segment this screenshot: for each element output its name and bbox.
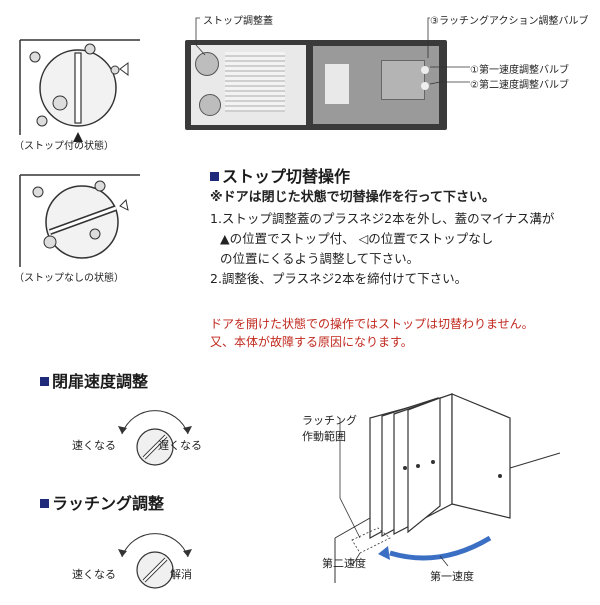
close-speed-dial xyxy=(118,410,192,466)
door-swing-diagram xyxy=(334,393,561,583)
stop-switch-note: ※ドアは閉じた状態で切替操作を行って下さい。 xyxy=(210,190,495,205)
photo-callout-lines xyxy=(195,17,470,85)
heading-square-icon xyxy=(40,499,49,508)
stop-without-diagram xyxy=(19,174,140,267)
close-speed-faster: 速くなる xyxy=(72,439,116,452)
stop-with-diagram xyxy=(19,39,140,142)
close-speed-heading: 閉扉速度調整 xyxy=(40,368,148,392)
door-closer-photo xyxy=(185,40,447,130)
callout-stop-cover: ストップ調整蓋 xyxy=(203,16,273,27)
stop-switch-step1-line1: 1.ストップ調整蓋のプラスネジ2本を外し、蓋のマイナス溝が xyxy=(210,211,555,226)
stop-switch-step2: 2.調整後、プラスネジ2本を締付けて下さい。 xyxy=(210,271,468,286)
latching-faster: 速くなる xyxy=(72,568,116,581)
heading-square-icon xyxy=(40,377,49,386)
warning-line1: ドアを開けた状態での操作ではストップは切替わりません。 xyxy=(210,317,534,331)
warning-line2: 又、本体が故障する原因になります。 xyxy=(210,335,413,349)
stop-with-caption: （ストップ付の状態） xyxy=(14,141,114,152)
latching-release: 解消 xyxy=(170,568,192,581)
first-speed-label: 第一速度 xyxy=(430,570,474,583)
latching-range-label-2: 作動範囲 xyxy=(302,430,346,443)
latching-range-label-1: ラッチング xyxy=(302,414,357,427)
second-speed-label: 第二速度 xyxy=(322,557,366,570)
heading-square-icon xyxy=(210,172,219,181)
stop-without-caption: （ストップなしの状態） xyxy=(14,273,124,284)
stop-switch-step1-line3: の位置にくるよう調整して下さい。 xyxy=(220,251,420,266)
callout-speed2-valve: ②第二速度調整バルブ xyxy=(470,80,569,91)
latching-heading: ラッチング調整 xyxy=(40,490,164,514)
stop-switch-heading: ストップ切替操作 xyxy=(210,163,350,187)
latching-dial xyxy=(118,533,192,589)
callout-latching-valve: ③ラッチングアクション調整バルブ xyxy=(430,16,589,27)
stop-switch-step1-line2: ▲の位置でストップ付、 ◁の位置でストップなし xyxy=(220,231,494,246)
callout-speed1-valve: ①第一速度調整バルブ xyxy=(470,65,569,76)
close-speed-slower: 遅くなる xyxy=(158,439,202,452)
